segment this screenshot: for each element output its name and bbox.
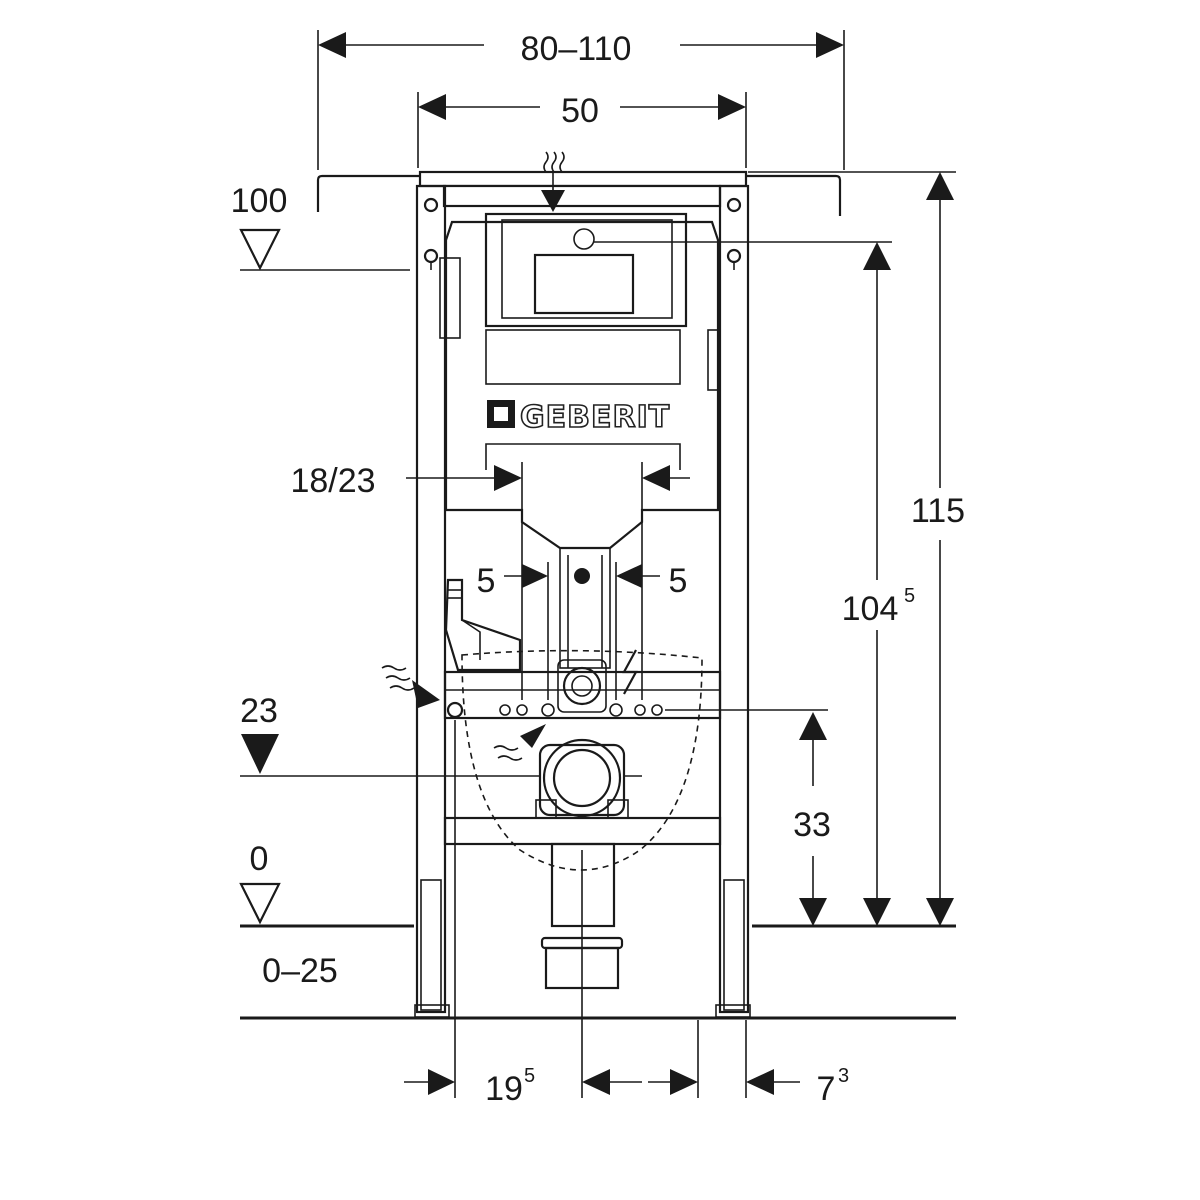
flush-height-superscript: 5 bbox=[904, 585, 915, 607]
offset-label: 18/23 bbox=[290, 462, 375, 500]
total-height-label: 115 bbox=[911, 492, 965, 530]
level-marker-floor: 0 0–25 bbox=[239, 840, 338, 990]
dimension-bottom: 19 5 7 3 bbox=[404, 720, 849, 1108]
gap-left-label: 5 bbox=[477, 562, 496, 600]
width-range-label: 80–110 bbox=[521, 30, 632, 68]
flush-height-label: 104 bbox=[842, 590, 899, 628]
bottom-right-label: 7 bbox=[817, 1070, 836, 1108]
bottom-left-label: 19 bbox=[485, 1070, 523, 1108]
bottom-right-superscript: 3 bbox=[838, 1065, 849, 1087]
outlet-height-label: 33 bbox=[793, 806, 831, 844]
dimension-width-range: 80–110 bbox=[317, 30, 845, 170]
floor-lines bbox=[240, 924, 956, 1020]
dimension-inner-width: 50 bbox=[417, 92, 747, 168]
level-marker-top: 100 bbox=[231, 182, 410, 271]
floor-range-label: 0–25 bbox=[262, 952, 338, 990]
geberit-logo: GEBERIT bbox=[487, 399, 670, 436]
wc-and-pipes bbox=[446, 649, 703, 990]
level-marker-middle: 23 bbox=[240, 692, 642, 777]
bottom-left-superscript: 5 bbox=[524, 1065, 535, 1087]
logo-text: GEBERIT bbox=[520, 400, 670, 435]
dimension-flush-height: 104 5 bbox=[594, 241, 915, 926]
gap-right-label: 5 bbox=[669, 562, 688, 600]
level-top-label: 100 bbox=[231, 182, 288, 220]
installation-frame bbox=[316, 170, 842, 1018]
dimension-total-height: 115 bbox=[748, 171, 965, 926]
dimension-gaps: 5 5 bbox=[477, 562, 688, 700]
waste-water-icon bbox=[493, 724, 546, 761]
cistern bbox=[439, 212, 721, 672]
water-supply-icon bbox=[541, 151, 565, 212]
level-middle-label: 23 bbox=[240, 692, 278, 730]
level-floor-label: 0 bbox=[250, 840, 269, 878]
water-inlet-icon bbox=[381, 665, 440, 708]
dimension-outlet-height: 33 bbox=[665, 709, 831, 926]
inner-width-label: 50 bbox=[561, 92, 599, 130]
